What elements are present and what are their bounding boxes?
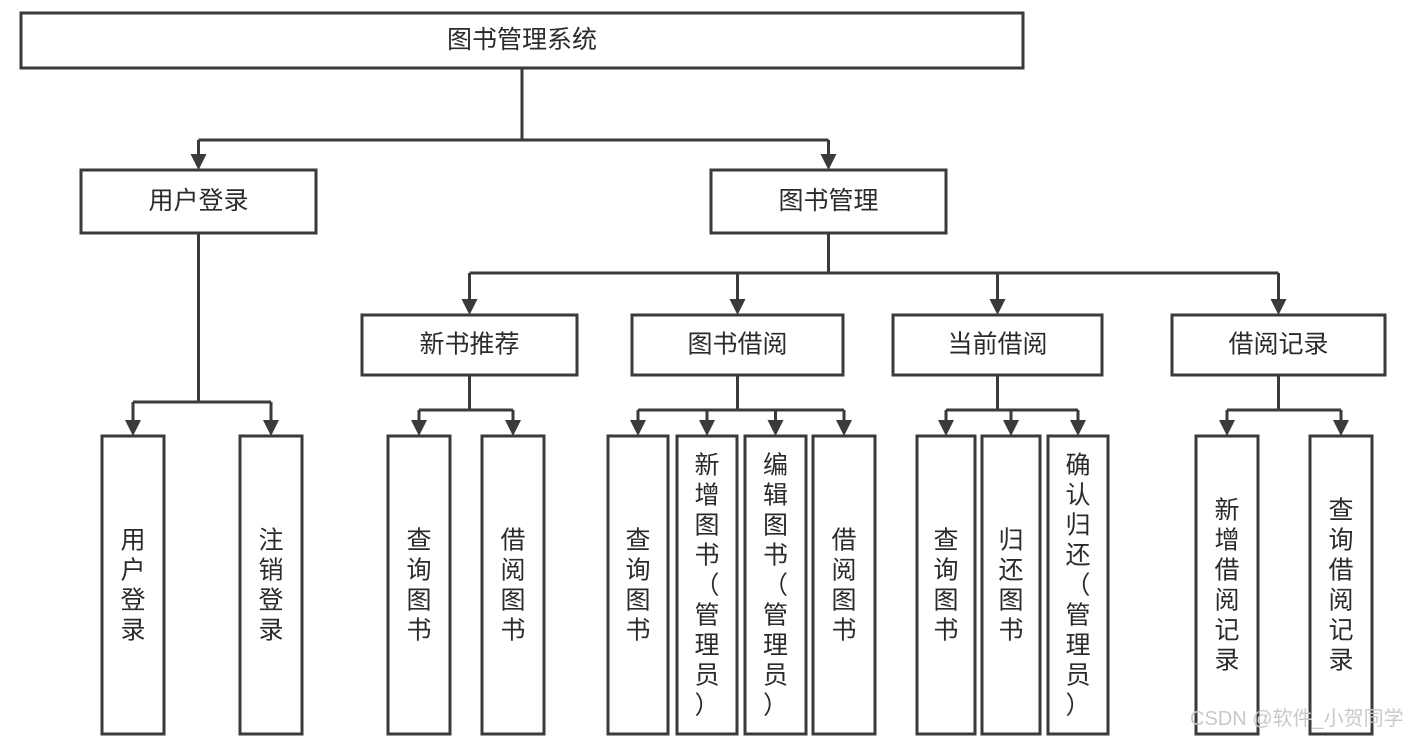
node-box-leaf-current_borrow-2[interactable] [1046,434,1110,736]
node-box-leaf-borrow_record-1[interactable] [1308,434,1374,736]
node-label-leaf-book_borrow-2: 编辑图书（管理员） [763,451,788,719]
node-label-leaf-book_borrow-1: 新增图书（管理员） [694,451,719,719]
node-box-level3-2[interactable] [891,313,1104,377]
node-label-level3-3: 借阅记录 [1228,331,1328,359]
node-label-leaf-book_borrow-0: 查询图书 [625,526,650,644]
node-label-leaf-current_borrow-1: 归还图书 [998,526,1023,644]
node-label-leaf-borrow_record-0: 新增借阅记录 [1214,496,1239,674]
node-label-leaf-book_borrow-3: 借阅图书 [831,526,856,644]
node-box-leaf-user_login-0[interactable] [100,434,166,736]
node-box-leaf-book_borrow-1[interactable] [675,434,739,736]
node-label-leaf-current_borrow-2: 确认归还（管理员） [1065,451,1090,719]
node-label-level3-2: 当前借阅 [947,331,1047,359]
node-box-level2-0[interactable] [79,168,318,235]
node-label-level2-1: 图书管理 [778,187,878,215]
node-box-leaf-new_book_recommend-0[interactable] [386,434,452,736]
node-box-leaf-current_borrow-1[interactable] [980,434,1042,736]
node-box-level3-0[interactable] [360,313,579,377]
node-box-leaf-new_book_recommend-1[interactable] [480,434,546,736]
node-label-leaf-user_login-0: 用户登录 [120,526,145,644]
node-box-leaf-book_borrow-0[interactable] [606,434,670,736]
node-boxes: 图书管理系统用户登录图书管理新书推荐图书借阅当前借阅借阅记录用户登录注销登录查询… [19,11,1387,736]
node-label-root: 图书管理系统 [447,26,597,54]
node-label-leaf-borrow_record-1: 查询借阅记录 [1328,496,1353,674]
csdn-watermark: CSDN @软件_小贺同学 [1190,707,1404,730]
node-label-level3-1: 图书借阅 [687,331,787,359]
node-box-level2-1[interactable] [709,168,948,235]
node-box-leaf-book_borrow-3[interactable] [811,434,877,736]
node-label-leaf-current_borrow-0: 查询图书 [933,526,958,644]
node-label-level3-0: 新书推荐 [419,331,519,359]
node-label-leaf-new_book_recommend-0: 查询图书 [406,526,431,644]
node-box-level3-3[interactable] [1170,313,1387,377]
node-label-leaf-new_book_recommend-1: 借阅图书 [500,526,525,644]
node-box-leaf-current_borrow-0[interactable] [915,434,977,736]
node-box-leaf-borrow_record-0[interactable] [1194,434,1260,736]
node-box-level3-1[interactable] [630,313,845,377]
node-label-level2-0: 用户登录 [148,187,248,215]
node-box-leaf-user_login-1[interactable] [238,434,304,736]
connector-lines [125,68,1349,436]
node-box-root[interactable] [19,11,1025,70]
node-label-leaf-user_login-1: 注销登录 [258,526,283,644]
node-box-leaf-book_borrow-2[interactable] [743,434,808,736]
